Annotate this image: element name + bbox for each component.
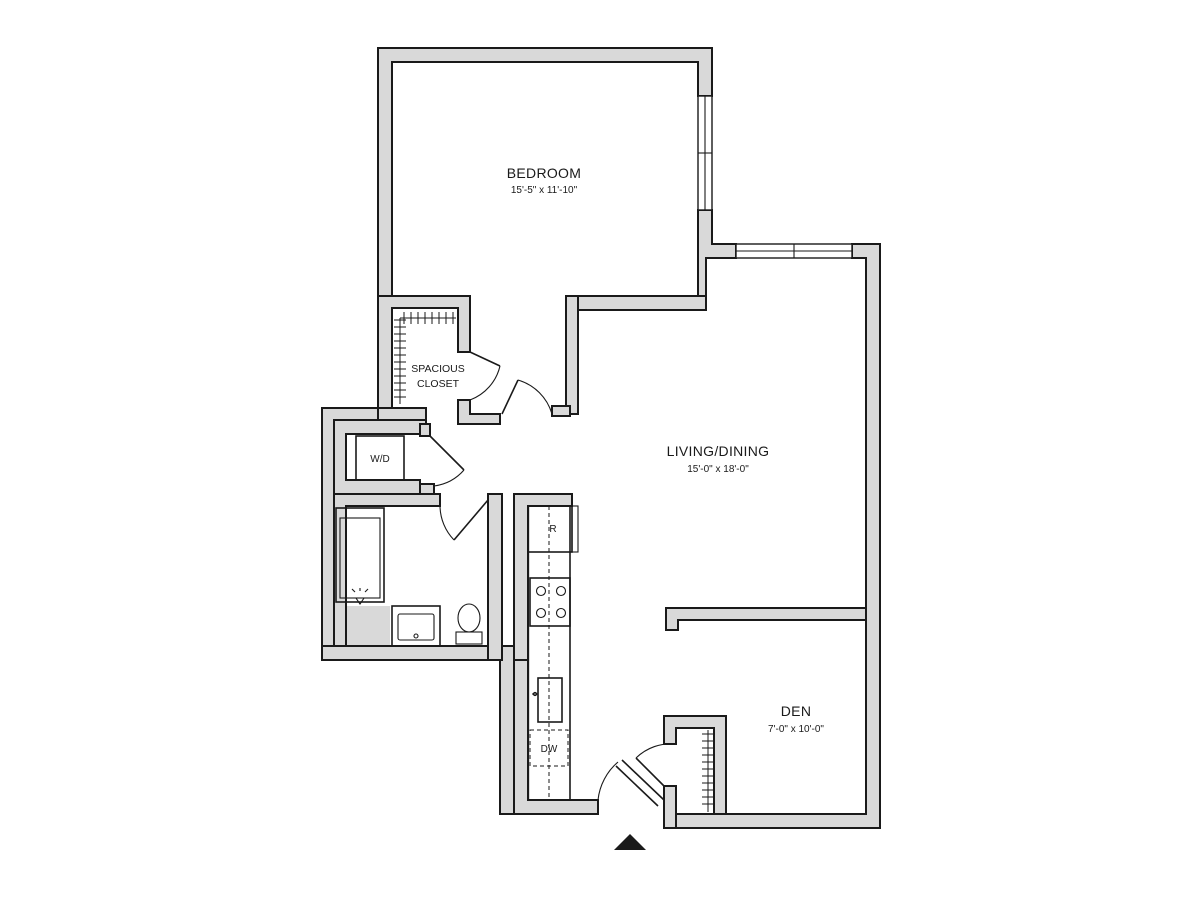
living-dining-dimensions: 15'-0" x 18'-0" xyxy=(687,464,749,475)
den-closet-hanging-lines xyxy=(702,730,714,812)
washer-dryer xyxy=(355,435,405,481)
vanity-sink xyxy=(391,605,441,647)
kitchen-sink xyxy=(532,677,563,723)
living-dining-label: LIVING/DINING xyxy=(667,443,770,459)
closet-hanging-lines xyxy=(394,312,456,404)
dishwasher-label: DW xyxy=(541,744,558,755)
doors xyxy=(429,351,677,807)
interior-walls xyxy=(333,295,867,829)
refrigerator-label: R xyxy=(549,524,556,535)
cooktop xyxy=(529,577,571,627)
dishwasher xyxy=(529,729,569,767)
kitchen-counter xyxy=(527,505,571,801)
closet-label-line1: SPACIOUS xyxy=(411,363,464,375)
washer-dryer-label: W/D xyxy=(370,454,389,465)
windows xyxy=(697,95,853,259)
refrigerator xyxy=(527,505,579,553)
entry-arrow-icon xyxy=(614,834,646,850)
bedroom-dimensions: 15'-5" x 11'-10" xyxy=(511,185,578,196)
bathtub xyxy=(335,507,385,605)
den-dimensions: 7'-0" x 10'-0" xyxy=(768,724,824,735)
toilet xyxy=(455,603,483,645)
den-label: DEN xyxy=(781,703,811,719)
bedroom-label: BEDROOM xyxy=(507,165,581,181)
closet-label-line2: CLOSET xyxy=(417,378,460,390)
